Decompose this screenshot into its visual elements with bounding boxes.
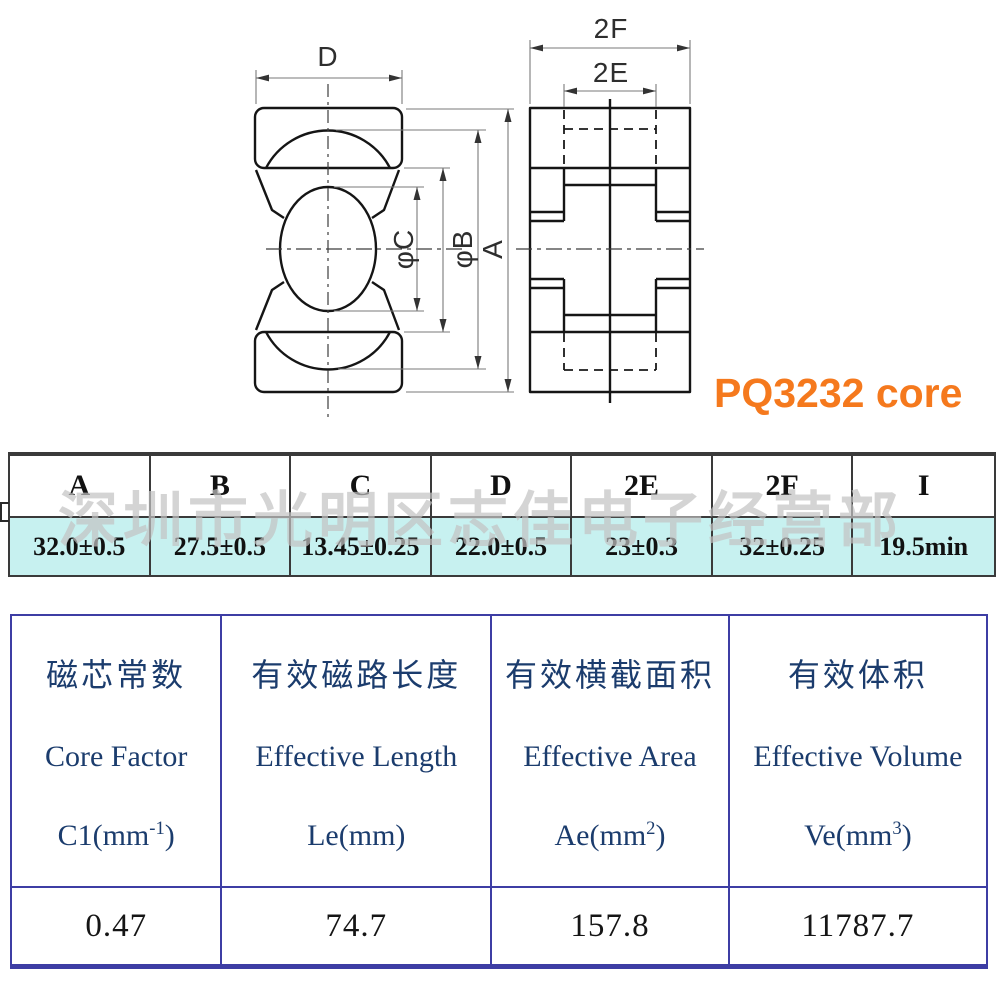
param-en-label: Core Factor xyxy=(44,739,188,773)
dim-value-cell: 32.0±0.5 xyxy=(10,518,151,575)
dim-label-2f: 2F xyxy=(594,13,629,44)
param-header-core-factor: 磁芯常数 Core Factor C1(mm-1) xyxy=(12,616,223,888)
product-title: PQ3232 core xyxy=(714,370,963,416)
param-symbol: Ae(mm2) xyxy=(554,817,666,852)
dim-label-a: A xyxy=(477,239,508,259)
param-header-effective-length: 有效磁路长度 Effective Length Le(mm) xyxy=(222,616,493,888)
dim-value-cell: 19.5min xyxy=(853,518,994,575)
scan-artifact-bracket xyxy=(0,502,9,522)
technical-drawing: D φC φB A xyxy=(253,13,704,418)
dim-header-cell: A xyxy=(10,456,151,518)
dim-value-cell: 27.5±0.5 xyxy=(150,518,292,575)
dim-header-cell: C xyxy=(291,456,432,518)
param-en-label: Effective Volume xyxy=(753,739,963,773)
param-symbol: Ve(mm3) xyxy=(804,817,912,852)
side-view-dimension-lines xyxy=(529,40,691,107)
front-view-centerlines xyxy=(266,84,462,418)
param-cn-label: 磁芯常数 xyxy=(46,656,187,693)
dim-label-d: D xyxy=(317,41,338,72)
param-symbol: Le(mm) xyxy=(307,818,406,852)
dim-label-phi-b: φB xyxy=(447,230,478,269)
dim-value-cell: 13.45±0.25 xyxy=(291,518,432,575)
param-en-label: Effective Area xyxy=(523,739,697,773)
param-cn-label: 有效体积 xyxy=(787,656,928,693)
dimensions-table: A B C D 2E 2F I 32.0±0.5 27.5±0.5 13.45±… xyxy=(8,452,996,577)
dim-label-phi-c: φC xyxy=(388,229,419,269)
param-value-cell: 0.47 xyxy=(12,888,223,964)
dim-header-cell: I xyxy=(853,456,994,518)
param-en-label: Effective Length xyxy=(255,739,458,773)
param-value-cell: 11787.7 xyxy=(801,907,915,944)
dim-header-cell: B xyxy=(150,456,292,518)
side-view-centerlines xyxy=(516,99,704,403)
dim-label-2e: 2E xyxy=(593,57,629,88)
dim-value-cell: 23±0.3 xyxy=(572,518,713,575)
parameters-table: 磁芯常数 Core Factor C1(mm-1) 有效磁路长度 Effecti… xyxy=(10,614,988,969)
dim-value-cell: 32±0.25 xyxy=(712,518,854,575)
param-cn-label: 有效磁路长度 xyxy=(251,656,462,693)
param-cn-label: 有效横截面积 xyxy=(504,656,715,693)
param-value-cell: 74.7 xyxy=(222,888,493,964)
dim-value-cell: 22.0±0.5 xyxy=(431,518,573,575)
param-header-effective-area: 有效横截面积 Effective Area Ae(mm2) xyxy=(492,616,730,888)
param-header-effective-volume: 有效体积 Effective Volume Ve(mm3) xyxy=(729,616,986,888)
dim-header-cell: D xyxy=(431,456,573,518)
front-view-dimension-lines xyxy=(255,70,514,393)
param-value-cell: 157.8 xyxy=(492,888,730,964)
param-symbol: C1(mm-1) xyxy=(57,817,175,852)
dim-header-cell: 2E xyxy=(572,456,713,518)
dim-header-cell: 2F xyxy=(712,456,854,518)
